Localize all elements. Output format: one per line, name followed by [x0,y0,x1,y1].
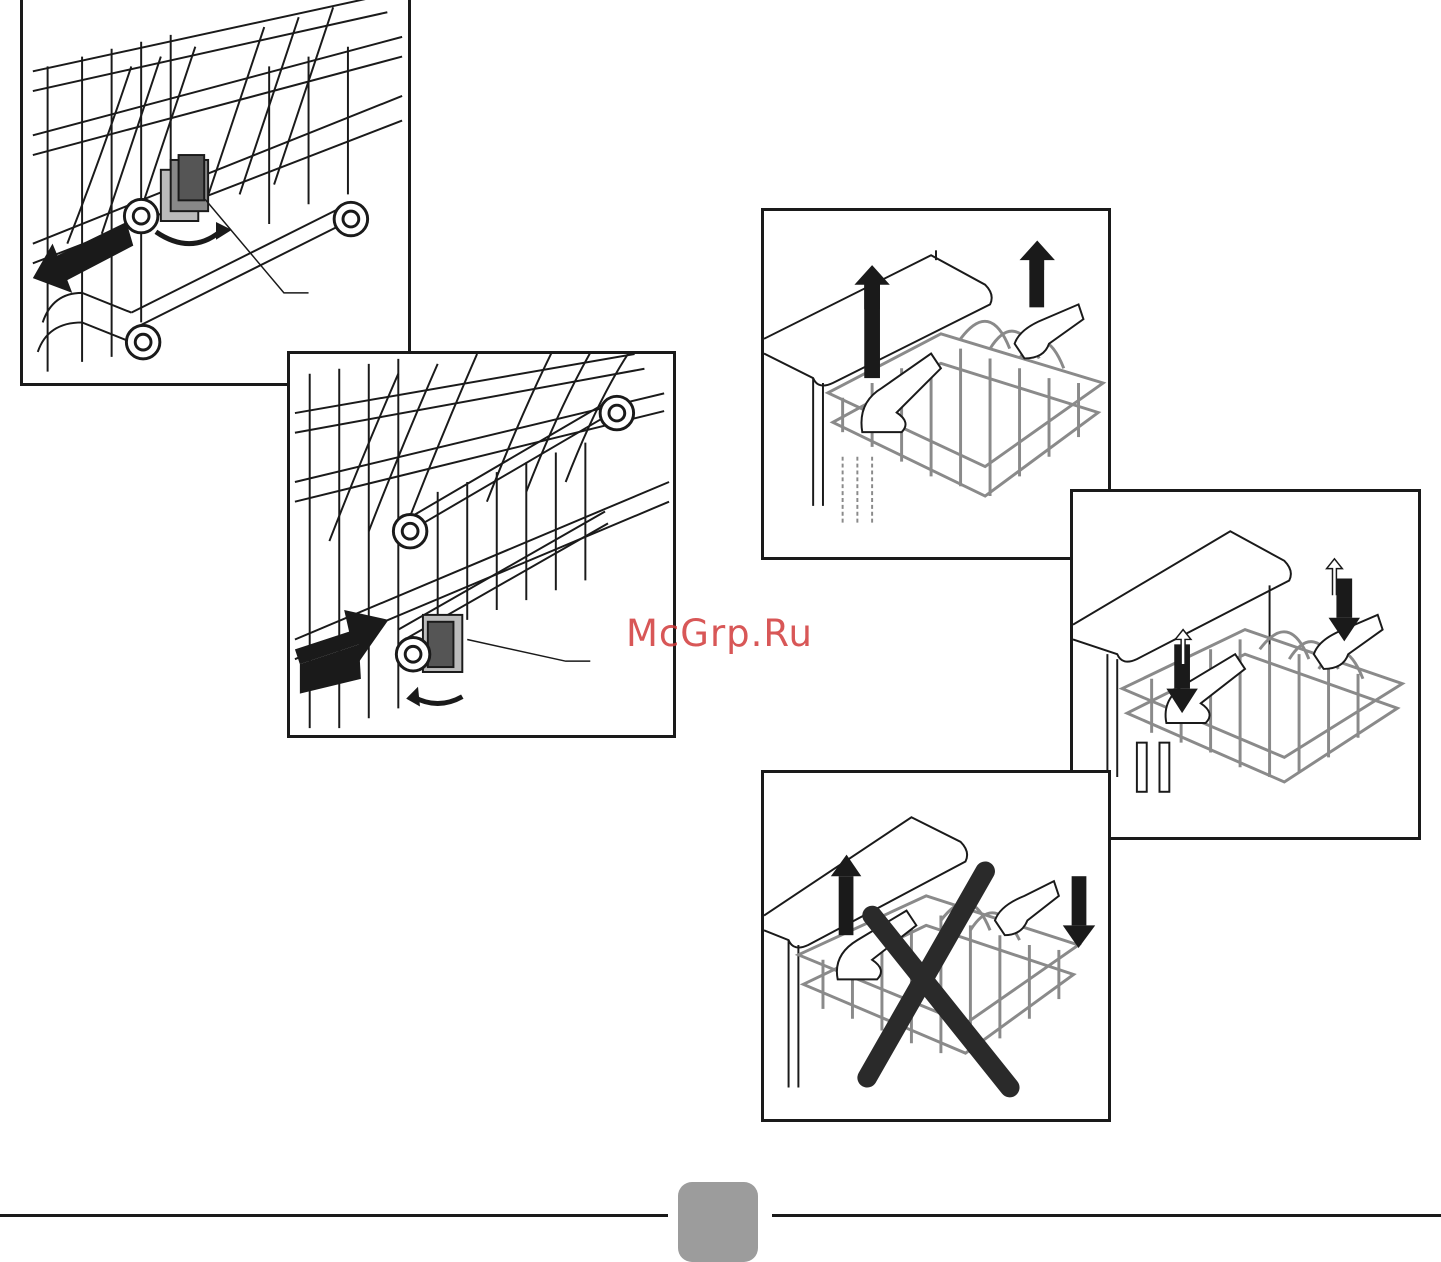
illustration-basket-uneven-forbidden [761,770,1111,1122]
illustration-basket-lift-up [761,208,1111,560]
basket-lower-down-drawing [1073,492,1418,837]
watermark-text: McGrp.Ru [626,612,813,655]
rack-push-in-drawing [290,354,673,735]
page-number-tab [678,1182,758,1262]
illustration-basket-lower-down [1070,489,1421,840]
footer-rule-left [0,1214,668,1217]
footer-rule-right [772,1214,1441,1217]
illustration-rack-pull-out [20,0,411,386]
basket-uneven-drawing [764,773,1108,1119]
basket-lift-up-drawing [764,211,1108,557]
illustration-rack-push-in [287,351,676,738]
rack-pull-out-drawing [23,0,408,383]
